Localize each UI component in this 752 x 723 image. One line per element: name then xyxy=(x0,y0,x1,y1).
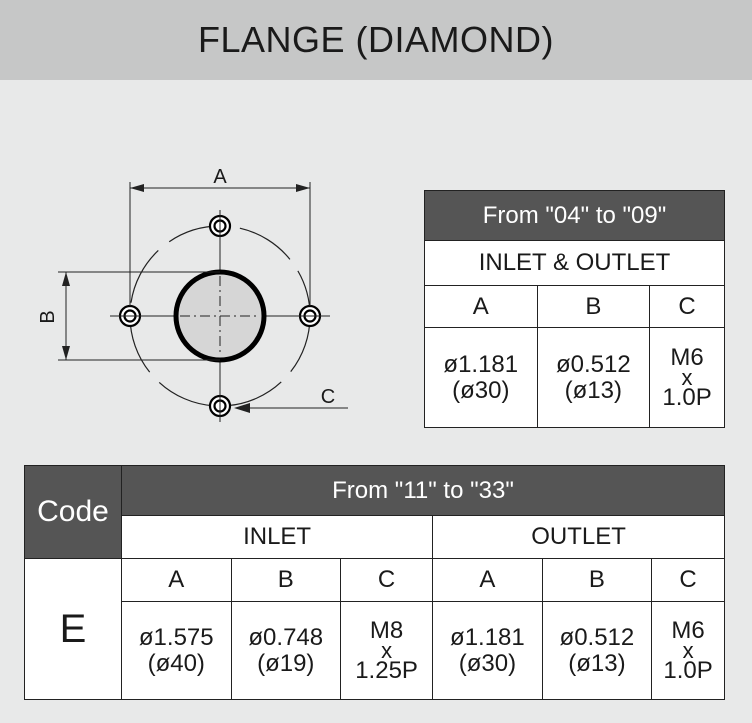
spec-table-11-33: Code From "11" to "33" INLET OUTLET E A … xyxy=(24,465,725,700)
outlet-value-c: M6 x 1.0P xyxy=(651,601,725,700)
value-a: ø1.181 (ø30) xyxy=(424,327,538,428)
col-header-c: C xyxy=(649,285,725,328)
flange-diagram: A B C xyxy=(37,166,348,422)
value-c: M6 x 1.0P xyxy=(649,327,725,428)
dimension-b-label: B xyxy=(37,310,59,323)
range-header: From "11" to "33" xyxy=(121,465,725,516)
outlet-value-a: ø1.181 (ø30) xyxy=(432,601,543,700)
inlet-value-a: ø1.575 (ø40) xyxy=(121,601,232,700)
col-header-outlet-a: A xyxy=(432,558,543,602)
code-header: Code xyxy=(24,465,122,559)
value-b: ø0.512 (ø13) xyxy=(536,327,651,428)
dimension-a: A xyxy=(129,166,311,306)
dimension-c: C xyxy=(234,386,348,413)
dimension-b: B xyxy=(37,271,220,361)
col-header-outlet-c: C xyxy=(651,558,725,602)
col-header-outlet-b: B xyxy=(541,558,653,602)
page-title: FLANGE (DIAMOND) xyxy=(197,19,554,60)
dimension-c-label: C xyxy=(321,386,335,408)
col-header-inlet-c: C xyxy=(339,558,434,602)
page-header: FLANGE (DIAMOND) xyxy=(0,0,752,80)
inlet-header: INLET xyxy=(120,515,434,559)
inlet-outlet-header: INLET & OUTLET xyxy=(424,240,725,286)
range-header: From "04" to "09" xyxy=(424,190,725,241)
col-header-inlet-b: B xyxy=(230,558,341,602)
col-header-inlet-a: A xyxy=(121,558,232,602)
col-header-b: B xyxy=(536,285,651,328)
inlet-value-c: M8 x 1.25P xyxy=(339,601,434,700)
dimension-a-label: A xyxy=(213,166,227,188)
inlet-value-b: ø0.748 (ø19) xyxy=(230,601,341,700)
code-value: E xyxy=(24,558,122,700)
outlet-value-b: ø0.512 (ø13) xyxy=(541,601,653,700)
spec-table-04-09: From "04" to "09" INLET & OUTLET A B C ø… xyxy=(424,190,725,428)
outlet-header: OUTLET xyxy=(432,515,725,559)
col-header-a: A xyxy=(424,285,538,328)
